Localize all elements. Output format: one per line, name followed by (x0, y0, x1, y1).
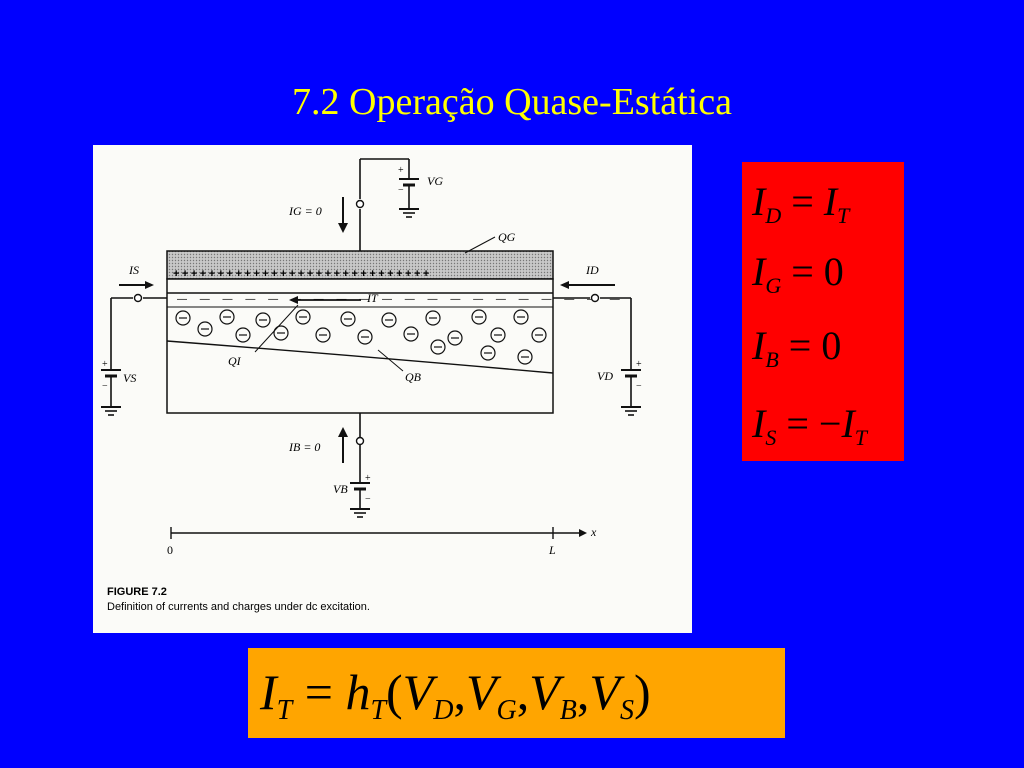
main-eq-arg: V (465, 664, 497, 720)
depletion-ions (175, 309, 547, 365)
gate-terminal (355, 199, 365, 209)
eq-rhs-sub: T (837, 203, 850, 228)
main-eq-sep: , (453, 664, 466, 720)
equation-ig: IG =0 (752, 244, 844, 300)
id-arrow-head (560, 281, 569, 289)
eq-lhs: I (752, 249, 766, 294)
main-eq-open-paren: ( (386, 664, 403, 720)
figure-caption-text: Definition of currents and charges under… (107, 601, 370, 613)
main-eq-arg-sub: B (559, 695, 577, 726)
mosfet-figure: + − VG IG = 0 ++++++++++++++++++++++++++… (93, 145, 692, 633)
x-axis-arrow (579, 529, 587, 537)
it-label: IT (366, 291, 379, 305)
gate-electrode (166, 250, 554, 280)
ib-arrow-head (338, 427, 348, 437)
equation-is: IS=−IT (752, 396, 867, 452)
main-eq-op: = (304, 664, 333, 720)
gate-supply (359, 158, 419, 251)
eq-rhs: I (823, 179, 838, 224)
source-supply (101, 297, 167, 416)
eq-op: = (791, 249, 814, 294)
main-eq-func: h (345, 664, 371, 720)
gate-charge-plus: +++++++++++++++++++++++++++++ (173, 268, 432, 280)
ig-label: IG = 0 (288, 204, 322, 218)
eq-lhs: I (752, 401, 766, 446)
mosfet-diagram: + − VG IG = 0 ++++++++++++++++++++++++++… (101, 158, 642, 613)
current-equations-box: ID=IT IG=0 IB=0 IS=−IT (742, 162, 904, 461)
main-eq-sep: , (576, 664, 590, 720)
vd-minus: − (636, 381, 642, 392)
qb-leader (377, 349, 404, 372)
main-eq-func-sub: T (370, 695, 387, 726)
is-label: IS (128, 263, 139, 277)
x-axis-label: x (590, 525, 597, 539)
ib-label: IB = 0 (288, 440, 320, 454)
equation-ib: IB =0 (752, 318, 841, 374)
eq-rhs-prefix: − (818, 401, 842, 446)
eq-op: = (788, 323, 812, 368)
body-terminal (355, 436, 365, 446)
vd-plus: + (636, 359, 642, 370)
vg-label: VG (427, 174, 443, 188)
drain-current-equation-box: IT = hT(VD,VG,VB,VS) (248, 648, 785, 738)
is-arrow-head (145, 281, 154, 289)
equation-id: ID=IT (752, 174, 849, 230)
eq-lhs: I (752, 323, 766, 368)
ig-arrow-head (338, 223, 348, 233)
slide-title: 7.2 Operação Quase-Estática (292, 81, 732, 123)
vs-minus: − (102, 381, 108, 392)
figure-caption-title: FIGURE 7.2 (107, 586, 167, 598)
vb-plus: + (365, 473, 371, 484)
eq-lhs-sub: D (765, 203, 782, 228)
main-eq-arg-sub: S (619, 695, 634, 726)
main-eq-lhs: I (260, 664, 277, 720)
qg-label: QG (498, 230, 516, 244)
main-eq-arg: V (402, 664, 434, 720)
qi-leader (254, 304, 299, 353)
drain-terminal (590, 293, 600, 303)
inversion-charge: — — — — — — — — — — — — — — — — — — — — (177, 294, 625, 305)
qb-label: QB (405, 370, 422, 384)
body-supply (350, 413, 370, 518)
depletion-boundary (166, 340, 554, 374)
depletion-ion-signs (179, 316, 543, 358)
main-eq-arg-sub: G (496, 695, 517, 726)
eq-rhs-sub: T (854, 425, 868, 450)
main-eq-arg: V (529, 664, 560, 720)
vs-label: VS (123, 371, 136, 385)
vb-minus: − (365, 494, 371, 505)
drain-current-equation: IT = hT(VD,VG,VB,VS) (260, 662, 651, 741)
eq-lhs: I (752, 179, 766, 224)
qg-leader (464, 236, 496, 254)
main-eq-arg: V (589, 664, 620, 720)
main-eq-close-paren: ) (633, 664, 651, 720)
vb-label: VB (333, 482, 348, 496)
main-eq-arg-sub: D (433, 695, 454, 726)
source-terminal (133, 293, 143, 303)
main-eq-lhs-sub: T (276, 695, 293, 726)
vg-plus: + (398, 165, 404, 176)
eq-rhs: I (841, 401, 855, 446)
id-label: ID (585, 263, 599, 277)
vd-label: VD (597, 369, 613, 383)
qi-label: QI (228, 354, 242, 368)
eq-lhs-sub: B (765, 347, 779, 372)
vg-minus: − (398, 185, 404, 196)
eq-rhs: 0 (823, 249, 844, 294)
drain-supply (553, 297, 641, 416)
eq-op: = (791, 179, 814, 224)
it-arrow-head (289, 296, 298, 304)
vs-plus: + (102, 359, 108, 370)
eq-lhs-sub: G (765, 273, 782, 298)
main-eq-sep: , (516, 664, 530, 720)
x-axis-zero-label: 0 (167, 543, 173, 557)
eq-op: = (786, 401, 809, 446)
eq-lhs-sub: S (765, 425, 777, 450)
x-axis-l-label: L (548, 543, 556, 557)
eq-rhs: 0 (821, 323, 842, 368)
